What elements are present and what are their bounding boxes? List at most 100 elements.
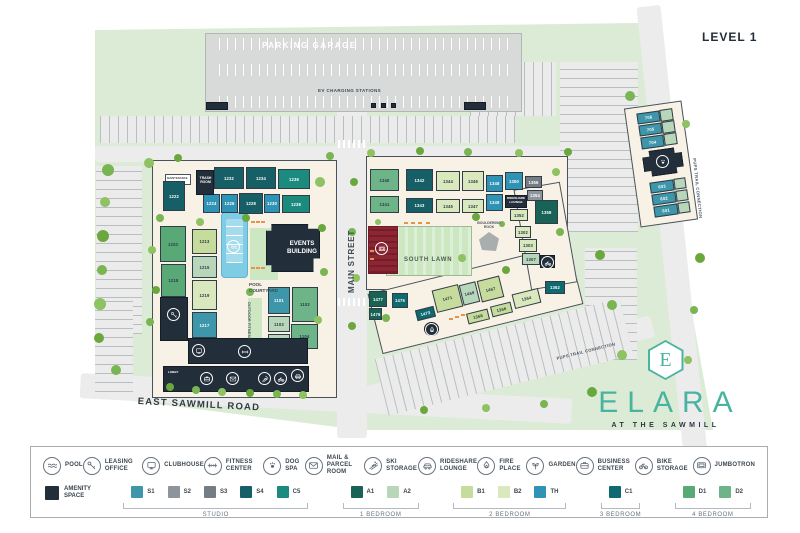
brand-tagline: AT THE SAWMILL — [611, 422, 720, 429]
road — [337, 108, 367, 438]
legend-amenity-label: BUSINESS CENTER — [597, 458, 630, 472]
business-icon — [200, 372, 213, 385]
legend-unit-type-d1: D1 — [682, 485, 707, 498]
brand-monogram: E — [649, 342, 682, 378]
legend-group-label: STUDIO — [202, 511, 229, 518]
unit-type-swatch — [719, 485, 732, 498]
tree — [382, 314, 390, 322]
unit-1232: 1232 — [214, 167, 244, 189]
lounger — [261, 267, 265, 269]
parking-lot — [100, 116, 515, 143]
tree — [502, 266, 510, 274]
brand-monogram-hexagon-icon: E — [647, 340, 684, 380]
unit-1341: 1341 — [370, 196, 399, 213]
fire-icon — [477, 456, 496, 475]
tree — [595, 250, 605, 260]
legend-unit-type-c1: C1 — [608, 485, 632, 498]
unit-1103: 1103 — [268, 316, 290, 332]
amenity-space — [266, 224, 320, 272]
unit-1102: 1102 — [292, 287, 318, 322]
legend-amenity-label: BIKE STORAGE — [656, 458, 688, 472]
unit-1362: 1362 — [545, 281, 565, 294]
unit-1475: 1475 — [392, 293, 408, 308]
tree — [152, 286, 160, 294]
brand-name: ELARA — [598, 386, 742, 419]
amenity-space — [464, 102, 486, 110]
legend-amenity-business-center: BUSINESS CENTER — [575, 456, 635, 475]
unit-1344: 1344 — [436, 171, 460, 191]
lounger — [370, 258, 374, 260]
business-icon — [575, 456, 594, 475]
unit-1350: 1350 — [505, 172, 523, 190]
unit-1303: 1303 — [519, 239, 537, 252]
map-label: EV CHARGING STATIONS — [318, 88, 382, 93]
map-label: POOL COURTYARD — [249, 282, 278, 293]
legend-amenity-label: FIRE PLACE — [499, 458, 521, 472]
unit-1228: 1228 — [239, 193, 263, 214]
fire-icon — [425, 323, 438, 336]
unit-1352: 1352 — [510, 209, 528, 221]
legend-group-label: 2 BEDROOM — [489, 511, 531, 518]
tree — [146, 318, 154, 326]
legend-unit-type-s2: S2 — [167, 485, 191, 498]
ski-icon — [258, 372, 271, 385]
legend-unit-type-s1: S1 — [131, 485, 155, 498]
amenity-space-swatch — [45, 486, 59, 501]
legend-group-bracket — [674, 502, 751, 509]
tree — [273, 390, 281, 398]
tree — [416, 147, 424, 155]
lounger — [455, 316, 459, 318]
tree — [148, 246, 156, 254]
unit-1345: 1345 — [436, 199, 460, 213]
unit-type-code: D1 — [698, 488, 707, 495]
unit-1358: 1358 — [535, 200, 558, 224]
tree — [326, 152, 334, 160]
unit-1224: 1224 — [203, 194, 220, 213]
legend-amenity-garden: GARDEN — [526, 456, 575, 475]
tree — [156, 214, 164, 222]
jumbotron-icon — [692, 456, 711, 475]
legend-amenity-label: DOG SPA — [285, 458, 300, 472]
tree — [472, 213, 480, 221]
legend-amenity-mail-parcel-room: MAIL & PARCEL ROOM — [304, 455, 364, 477]
lounger — [256, 221, 260, 223]
legend-amenity-fire-place: FIRE PLACE — [477, 456, 526, 475]
map-label: EVENTS BUILDING — [287, 240, 317, 255]
unit-type-swatch — [387, 485, 400, 498]
legend-group-bracket — [342, 502, 419, 509]
unit-1477: 1477 — [369, 291, 387, 307]
tree — [348, 228, 356, 236]
crosswalk — [338, 298, 366, 306]
amenity-space-label: AMENITY SPACE — [64, 485, 91, 500]
unit-1347: 1347 — [462, 199, 484, 213]
tree — [196, 218, 204, 226]
tree — [97, 230, 109, 242]
tree — [556, 228, 564, 236]
legend-group-bracket — [123, 502, 309, 509]
legend-amenity-label: LEASING OFFICE — [104, 458, 133, 472]
lounger — [461, 314, 465, 316]
legend-amenity-pool: POOL — [43, 456, 83, 475]
amenity-space — [391, 103, 396, 108]
legend-amenity-label: JUMBOTRON — [714, 462, 755, 469]
legend-unit-type-th: TH — [534, 485, 558, 498]
unit-1226: 1226 — [221, 194, 238, 213]
pool-icon — [43, 456, 61, 475]
lounger — [411, 222, 415, 224]
legend-amenity-bike-storage: BIKE STORAGE — [634, 456, 693, 475]
unit-type-code: A2 — [403, 488, 411, 495]
tree — [192, 386, 200, 394]
legend-amenity-rideshare-lounge: RIDESHARE LOUNGE — [418, 456, 477, 475]
tree — [166, 383, 174, 391]
legend-amenity-label: MAIL & PARCEL ROOM — [326, 455, 353, 476]
tree — [350, 178, 358, 186]
unit-type-code: C5 — [292, 488, 301, 495]
tree — [540, 400, 548, 408]
map-label: LOBBY — [168, 370, 179, 374]
brand-logo: E ELARA AT THE SAWMILL — [578, 340, 753, 429]
